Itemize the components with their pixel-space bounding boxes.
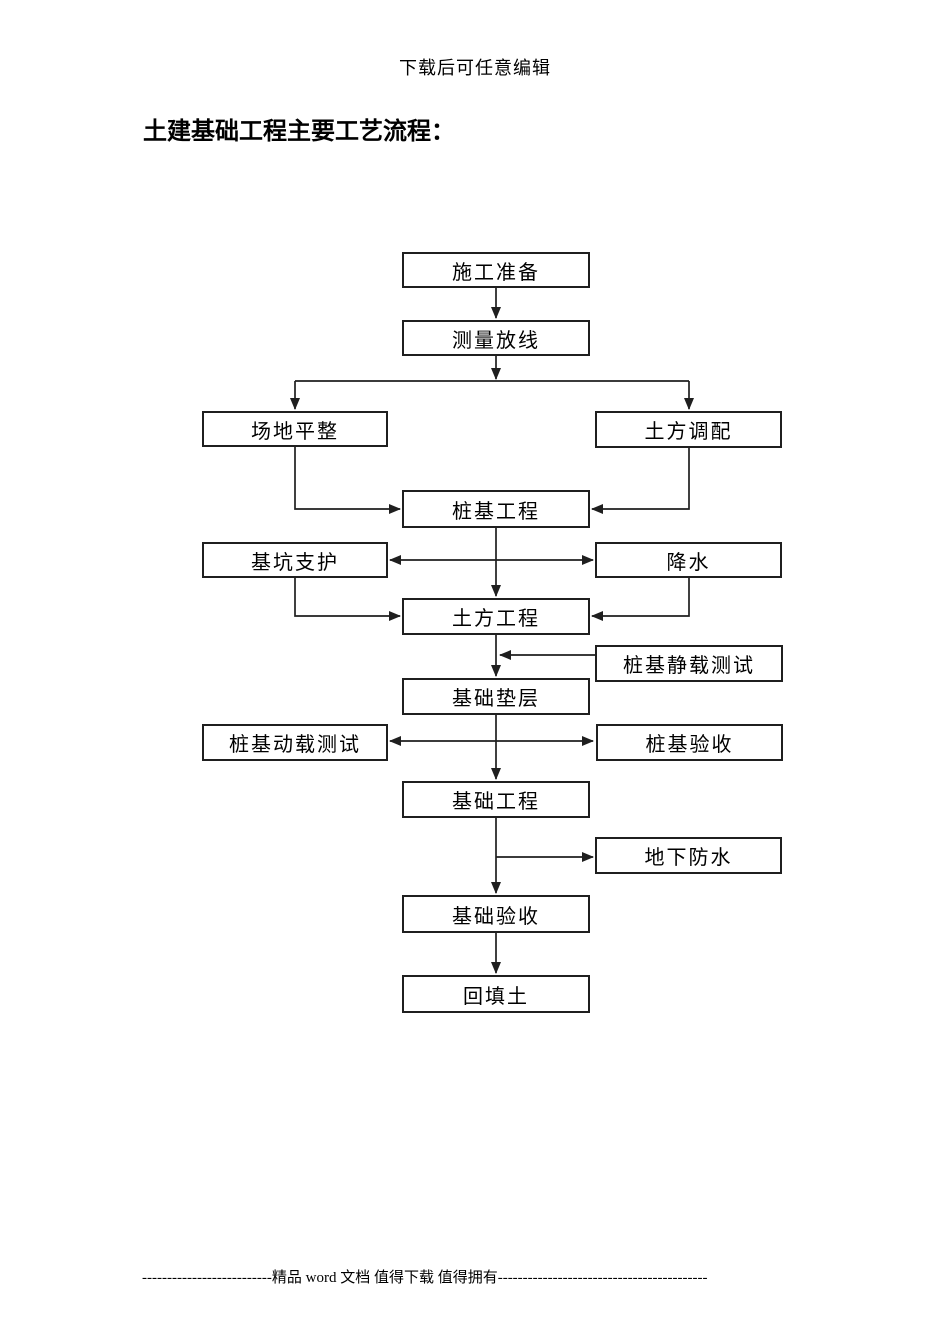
flow-node-site-leveling: 场地平整	[202, 411, 388, 447]
page-title: 土建基础工程主要工艺流程：	[143, 119, 455, 145]
flow-node-foundation-cushion: 基础垫层	[402, 678, 590, 715]
flow-node-backfill-soil: 回填土	[402, 975, 590, 1013]
flow-node-construction-prep: 施工准备	[402, 252, 590, 288]
flow-node-dewatering: 降水	[595, 542, 782, 578]
flow-node-earthwork: 土方工程	[402, 598, 590, 635]
edge-dewatering-earthwork	[591, 578, 690, 621]
flow-node-pit-support: 基坑支护	[202, 542, 388, 578]
header-note: 下载后可任意编辑	[399, 58, 551, 78]
flow-node-foundation-acceptance: 基础验收	[402, 895, 590, 933]
flow-node-pile-dynamic-load-test: 桩基动载测试	[202, 724, 388, 761]
flow-node-earthwork-allocation: 土方调配	[595, 411, 782, 448]
flow-node-pile-foundation-work: 桩基工程	[402, 490, 590, 528]
flow-node-pile-static-load-test: 桩基静载测试	[595, 645, 783, 682]
edge-allocation-pile	[591, 448, 690, 514]
edge-support-earthwork	[294, 578, 401, 621]
footer-note: --------------------------精品 word 文档 值得下…	[142, 1270, 708, 1286]
flow-node-underground-waterproofing: 地下防水	[595, 837, 782, 874]
flow-node-foundation-work: 基础工程	[402, 781, 590, 818]
flow-node-survey-layout: 测量放线	[402, 320, 590, 356]
flow-node-pile-acceptance: 桩基验收	[596, 724, 783, 761]
edge-leveling-pile	[294, 447, 401, 514]
